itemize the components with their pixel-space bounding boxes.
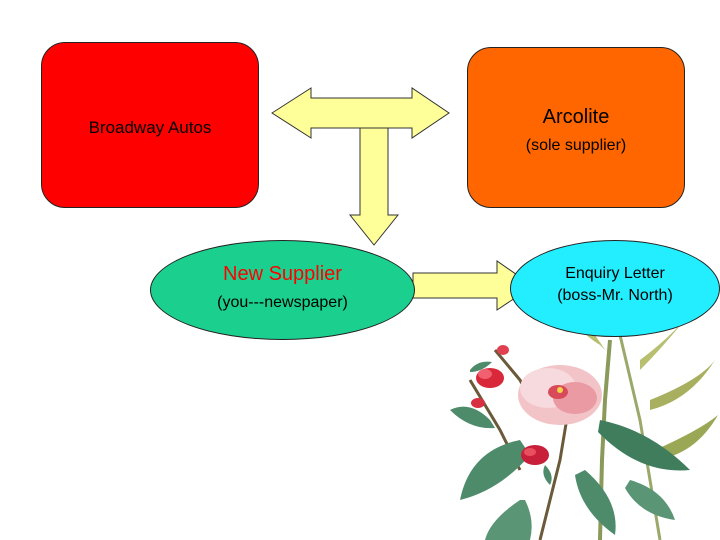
broadway-autos-node: Broadway Autos <box>41 42 259 208</box>
enquiry-letter-sublabel: (boss-Mr. North) <box>557 286 673 304</box>
broadway-autos-label: Broadway Autos <box>88 118 212 137</box>
new-supplier-label: New Supplier <box>223 262 342 285</box>
new-supplier-node: New Supplier (you---newspaper) <box>150 240 415 340</box>
peony-flower-illustration <box>450 300 718 540</box>
enquiry-letter-label: Enquiry Letter <box>565 264 665 282</box>
new-supplier-sublabel: (you---newspaper) <box>217 293 348 311</box>
arrow-down-to-new-supplier <box>348 127 400 246</box>
arcolite-node: Arcolite (sole supplier) <box>467 47 685 208</box>
arcolite-label: Arcolite <box>542 106 610 128</box>
arcolite-sublabel: (sole supplier) <box>525 137 627 154</box>
enquiry-letter-node: Enquiry Letter (boss-Mr. North) <box>510 240 720 337</box>
arrow-broadway-arcolite <box>271 87 450 139</box>
